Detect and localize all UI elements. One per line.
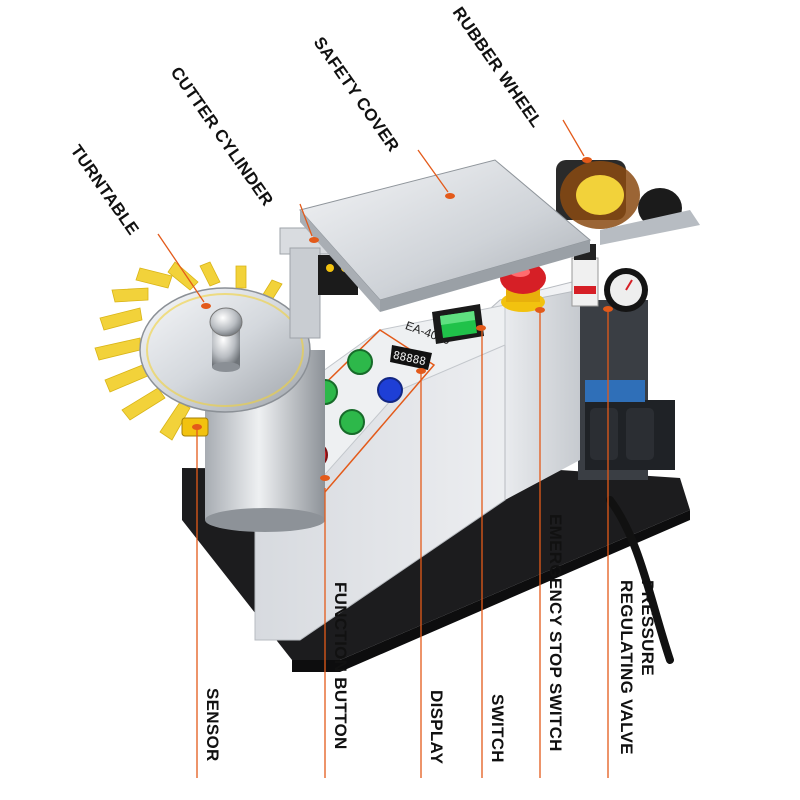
label-regulating-valve: REGULATING VALVE	[617, 580, 636, 755]
rocker-switch[interactable]	[432, 304, 484, 344]
label-rubber-wheel: RUBBER WHEEL	[449, 3, 546, 131]
function-button-green-3[interactable]	[339, 409, 365, 435]
power-cable	[606, 496, 674, 664]
turntable-disc	[94, 261, 311, 441]
label-sensor: SENSOR	[203, 688, 222, 762]
label-safety-cover: SAFETY COVER	[310, 33, 403, 155]
label-pressure: PRESSURE	[638, 580, 657, 676]
label-turntable: TURNTABLE	[67, 141, 143, 238]
leader-lines	[157, 119, 613, 778]
label-function-button: FUNCTION BUTTON	[331, 582, 350, 750]
display-screen: 88888	[390, 345, 432, 370]
label-switch: SWITCH	[488, 694, 507, 763]
machine-illustration: 88888 EA-4000	[94, 159, 700, 672]
label-cutter-cylinder: CUTTER CYLINDER	[167, 63, 277, 209]
pneumatic-block	[578, 300, 675, 480]
label-emergency-stop-switch: EMERGENCY STOP SWITCH	[546, 514, 565, 752]
rubber-wheel-assembly	[556, 160, 700, 245]
label-display: DISPLAY	[427, 690, 446, 765]
machine-side-panel	[505, 280, 580, 500]
function-button-blue[interactable]	[377, 377, 403, 403]
pressure-valve	[571, 244, 648, 312]
function-button-green-1[interactable]	[347, 349, 373, 375]
safety-cover	[299, 159, 592, 312]
